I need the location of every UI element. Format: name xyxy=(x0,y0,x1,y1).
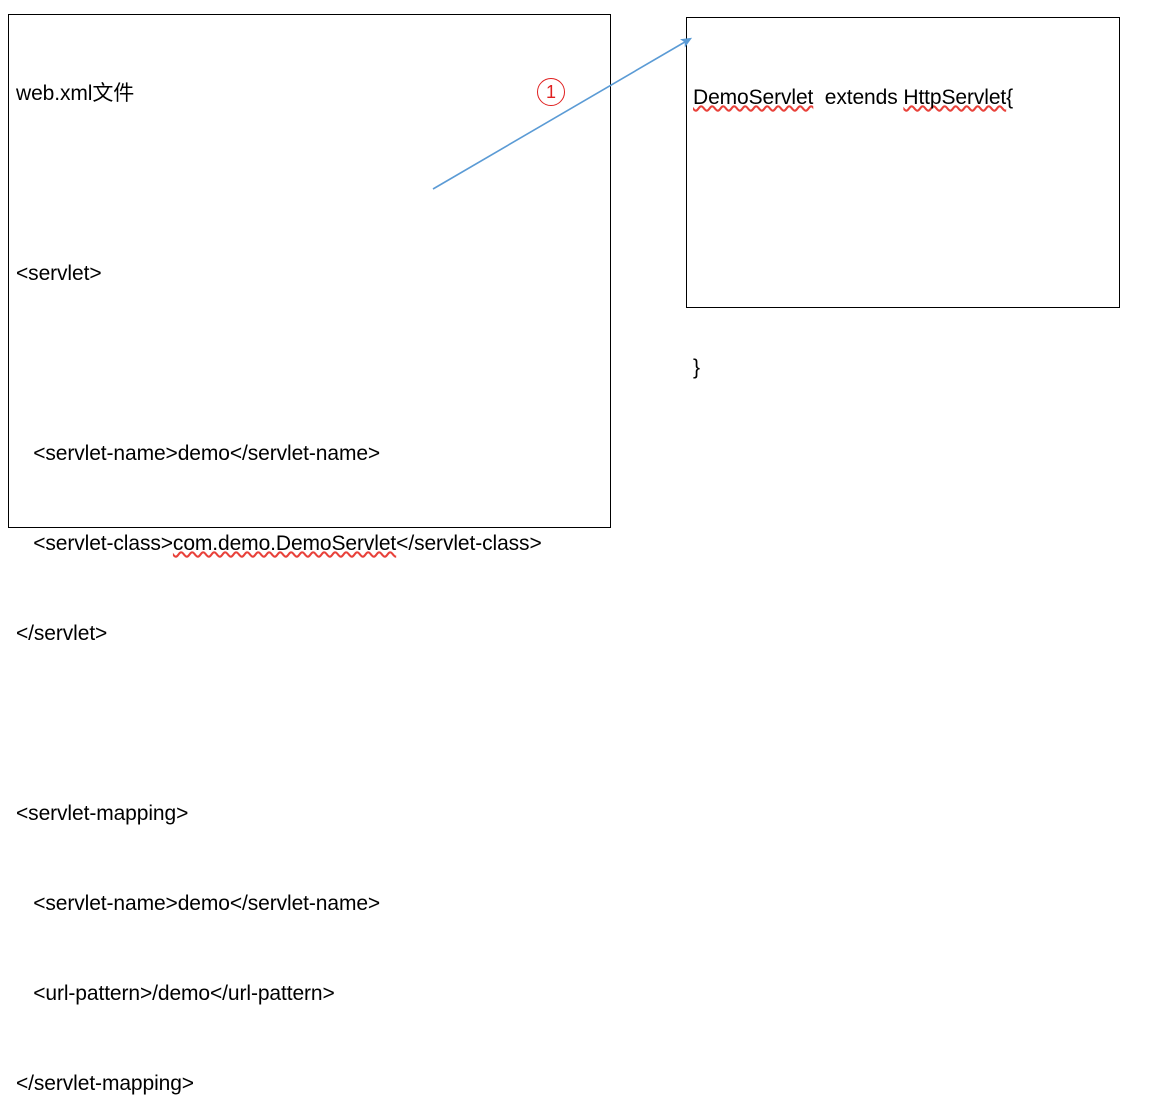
servlet-class-open-tag: <servlet-class> xyxy=(16,532,173,555)
servlet-code-block: DemoServlet extends HttpServlet{ } xyxy=(693,23,1117,443)
servlet-blank-line-1 xyxy=(693,173,1117,203)
webxml-servlet-close-line: </servlet> xyxy=(16,622,108,645)
callout-number-one: 1 xyxy=(537,78,565,106)
servlet-declaration-line: DemoServlet extends HttpServlet{ xyxy=(693,83,1117,113)
webxml-servlet-open-line: <servlet> xyxy=(16,262,102,285)
servlet-gap xyxy=(813,86,824,109)
webxml-servlet-class-line: <servlet-class>com.demo.DemoServlet</ser… xyxy=(16,529,608,559)
servlet-class-value: com.demo.DemoServlet xyxy=(172,532,397,555)
servlet-extends-keyword: extends xyxy=(824,86,898,109)
servlet-super-class: HttpServlet xyxy=(903,86,1007,109)
webxml-blank-line-2 xyxy=(16,349,608,379)
webxml-mapping-open-line: <servlet-mapping> xyxy=(16,802,189,825)
webxml-blank-line-1 xyxy=(16,169,608,199)
webxml-blank-line-3 xyxy=(16,709,608,739)
servlet-class-panel: DemoServlet extends HttpServlet{ } xyxy=(686,17,1120,379)
webxml-url-pattern-line: <url-pattern>/demo</url-pattern> xyxy=(16,982,335,1005)
servlet-class-close-tag: </servlet-class> xyxy=(396,532,542,555)
webxml-title-line: web.xml文件 xyxy=(16,82,135,105)
webxml-servlet-name-line: <servlet-name>demo</servlet-name> xyxy=(16,442,381,465)
webxml-code-block: web.xml文件 <servlet> <servlet-name>demo</… xyxy=(16,19,608,1106)
servlet-close-brace-line: } xyxy=(693,356,700,379)
servlet-open-brace: { xyxy=(1006,86,1014,109)
webxml-mapping-close-line: </servlet-mapping> xyxy=(16,1072,194,1095)
servlet-class-name: DemoServlet xyxy=(693,86,814,109)
webxml-panel: web.xml文件 <servlet> <servlet-name>demo</… xyxy=(8,14,611,1095)
servlet-blank-line-2 xyxy=(693,263,1117,293)
webxml-mapping-name-line: <servlet-name>demo</servlet-name> xyxy=(16,892,381,915)
